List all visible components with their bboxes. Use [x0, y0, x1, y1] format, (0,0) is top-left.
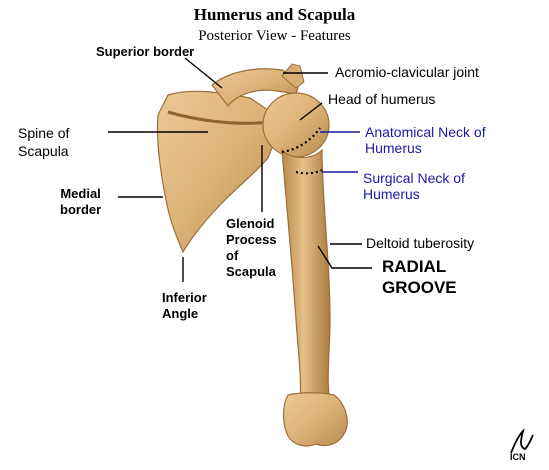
label-anatomical-line1: Anatomical Neck of [365, 124, 486, 140]
label-acromio-clavicular: Acromio-clavicular joint [335, 64, 479, 80]
label-glenoid-line4: Scapula [226, 264, 276, 279]
label-radial-groove: RADIAL GROOVE [382, 256, 457, 298]
label-inferior-line1: Inferior [162, 290, 207, 305]
label-medial-line1: Medial [60, 186, 101, 201]
anatomical-neck-dots [281, 127, 321, 154]
label-glenoid-line1: Glenoid [226, 216, 275, 231]
pointer-superior-border [184, 57, 223, 89]
label-radial-line1: RADIAL [382, 257, 447, 276]
label-spine-of-scapula: Spine of Scapula [18, 124, 69, 160]
label-inferior-angle: Inferior Angle [162, 290, 207, 322]
figure-subtitle: Posterior View - Features [198, 28, 351, 44]
figure-title: Humerus and Scapula [193, 5, 356, 24]
icn-logo-text: ICN [510, 452, 526, 462]
humerus-distal-shape [282, 392, 348, 447]
label-medial-line2: border [60, 202, 102, 217]
label-medial-border: Medial border [60, 186, 101, 218]
label-spine-line2: Scapula [18, 143, 69, 159]
label-surgical-line2: Humerus [363, 186, 420, 202]
humerus-shaft-shape [281, 148, 331, 406]
scapula-spine-ridge [167, 110, 271, 125]
clavicle-end-shape [281, 63, 305, 89]
label-surgical-neck: Surgical Neck of Humerus [363, 170, 465, 202]
label-head-of-humerus: Head of humerus [328, 91, 436, 107]
label-superior-border: Superior border [96, 44, 195, 59]
pointer-radial-groove [317, 245, 372, 269]
netter-signature-logo [510, 428, 534, 454]
label-glenoid-line2: Process [226, 232, 277, 247]
label-spine-line1: Spine of [18, 125, 70, 141]
label-anatomical-neck: Anatomical Neck of Humerus [365, 124, 486, 156]
label-anatomical-line2: Humerus [365, 140, 422, 156]
label-glenoid-line3: of [226, 248, 239, 263]
label-glenoid-process: Glenoid Process of Scapula [226, 216, 277, 280]
pointer-head-humerus [299, 102, 323, 121]
label-inferior-line2: Angle [162, 306, 199, 321]
humerus-head-shape [262, 92, 330, 158]
label-deltoid-tuberosity: Deltoid tuberosity [366, 235, 475, 251]
label-surgical-line1: Surgical Neck of [363, 170, 465, 186]
label-radial-line2: GROOVE [382, 278, 457, 297]
